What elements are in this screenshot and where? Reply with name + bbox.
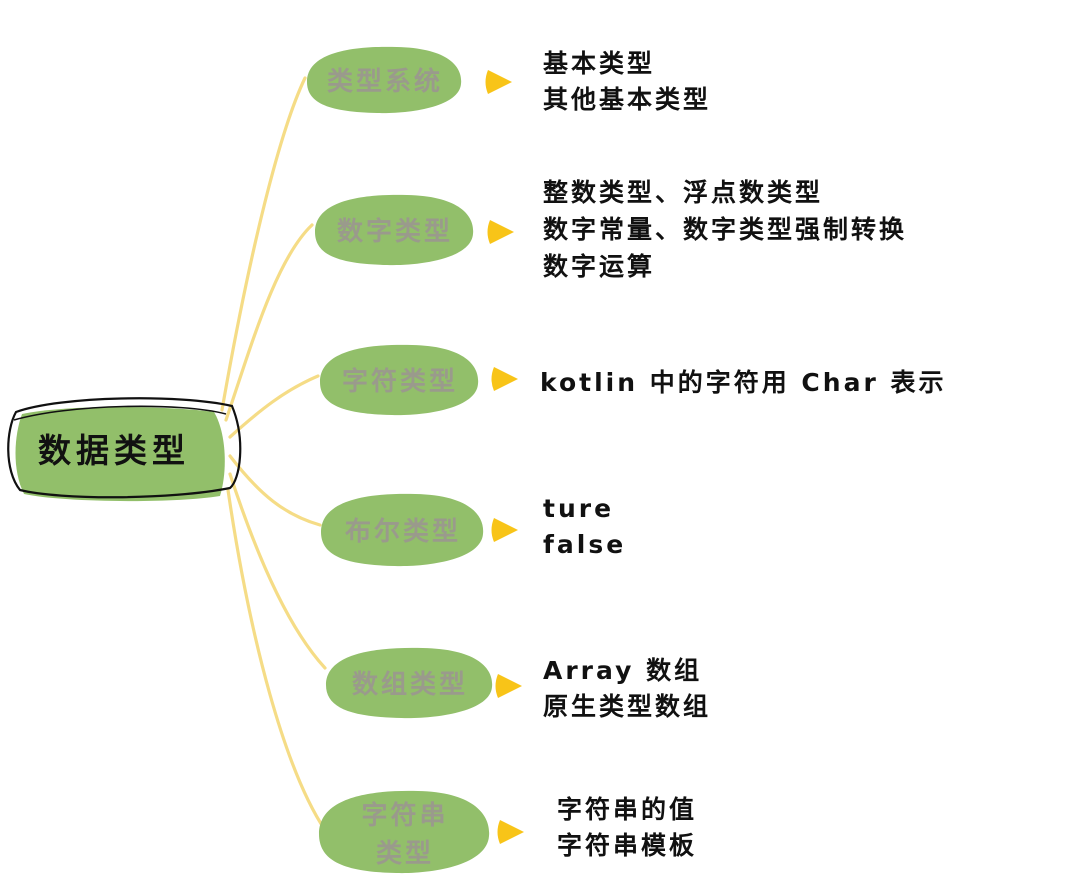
leaf-item: 数字常量、数字类型强制转换 bbox=[543, 215, 907, 244]
connector-line bbox=[228, 374, 320, 439]
leaf-item: 基本类型 bbox=[543, 49, 655, 78]
root-node[interactable]: 数据类型 bbox=[7, 397, 242, 502]
branch-label: 类型 bbox=[376, 839, 434, 869]
leaf-item: 整数类型、浮点数类型 bbox=[543, 178, 823, 207]
branch-label: 布尔类型 bbox=[345, 516, 461, 547]
branch-label: 数字类型 bbox=[337, 216, 453, 247]
arrow-icon bbox=[485, 70, 512, 94]
branch-label: 数组类型 bbox=[352, 669, 468, 700]
branch-node[interactable]: 布尔类型 ture false bbox=[321, 493, 626, 567]
leaf-item: 数字运算 bbox=[543, 252, 655, 281]
arrow-icon bbox=[495, 674, 522, 698]
branch-label: 字符串 bbox=[361, 800, 448, 831]
arrow-icon bbox=[487, 220, 514, 244]
root-outline-inner bbox=[13, 405, 227, 421]
branch-blob bbox=[326, 647, 493, 719]
leaf-item: Array 数组 bbox=[543, 656, 702, 685]
branch-blob bbox=[320, 344, 479, 416]
branch-blob bbox=[315, 194, 474, 266]
leaf-item: kotlin 中的字符用 Char 表示 bbox=[540, 368, 946, 397]
arrow-icon bbox=[497, 820, 524, 844]
branch-blob bbox=[321, 493, 484, 567]
leaf-item: ture bbox=[543, 494, 614, 523]
root-label: 数据类型 bbox=[38, 431, 190, 470]
leaf-item: 其他基本类型 bbox=[543, 85, 711, 114]
branch-label: 类型系统 bbox=[327, 66, 443, 97]
connector-lines bbox=[220, 76, 327, 832]
leaf-item: false bbox=[543, 530, 626, 559]
connector-line bbox=[226, 488, 327, 832]
leaf-item: 字符串模板 bbox=[557, 831, 697, 860]
branch-blob bbox=[307, 46, 462, 114]
leaf-item: 原生类型数组 bbox=[543, 692, 711, 721]
branch-node[interactable]: 字符类型 kotlin 中的字符用 Char 表示 bbox=[320, 344, 946, 416]
arrow-icon bbox=[491, 367, 518, 391]
branch-label: 字符类型 bbox=[342, 366, 458, 397]
arrow-icon bbox=[491, 518, 518, 542]
leaf-item: 字符串的值 bbox=[557, 795, 697, 824]
root-outline bbox=[7, 397, 242, 499]
connector-line bbox=[224, 223, 314, 422]
connector-line bbox=[220, 76, 307, 412]
connector-line bbox=[228, 472, 327, 670]
root-blob bbox=[15, 407, 225, 502]
branch-blob bbox=[319, 790, 490, 874]
